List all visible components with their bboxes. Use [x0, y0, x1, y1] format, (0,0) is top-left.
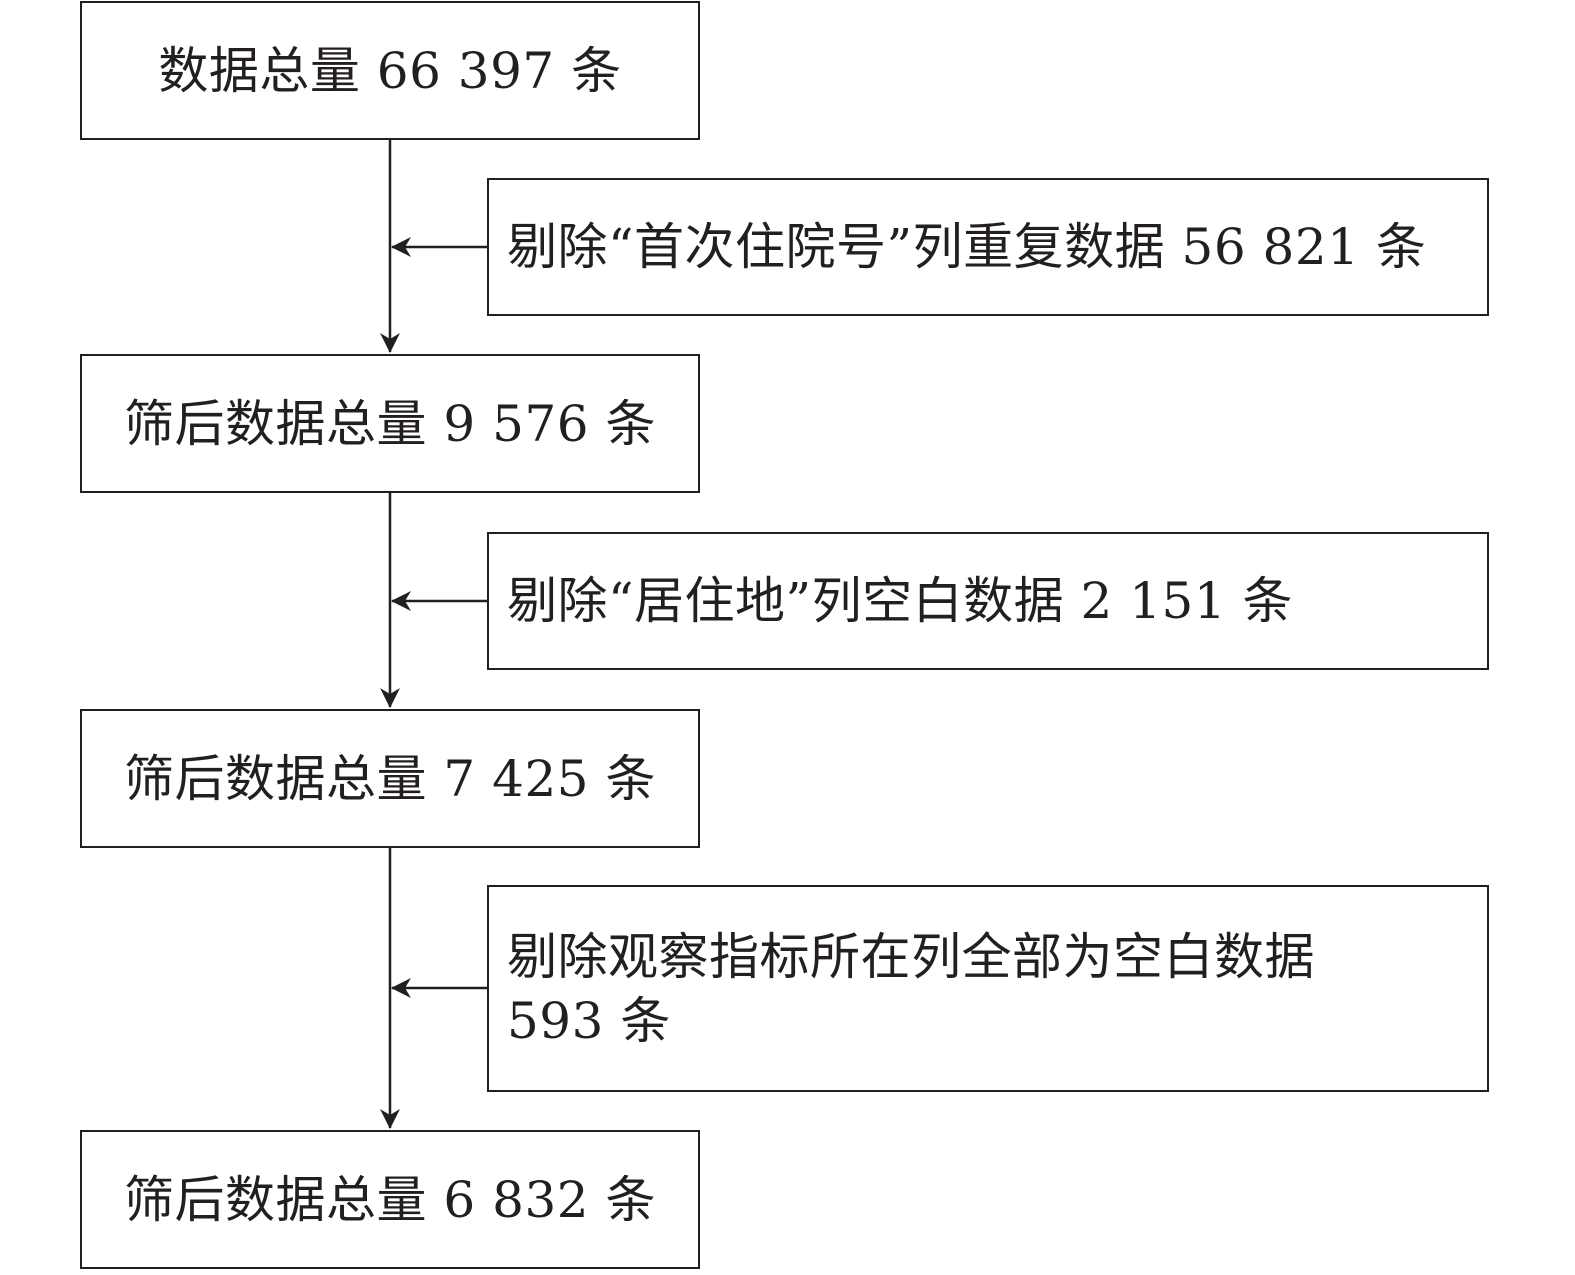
exclusion-label-blank-residence: 剔除“居住地”列空白数据 2 151 条 — [507, 572, 1294, 630]
filtered-data-label-1: 筛后数据总量 9 576 条 — [124, 394, 656, 453]
exclusion-box-blank-indicators: 剔除观察指标所在列全部为空白数据 593 条 — [487, 885, 1489, 1092]
exclusion-box-blank-residence: 剔除“居住地”列空白数据 2 151 条 — [487, 532, 1489, 670]
exclusion-label-blank-indicators: 剔除观察指标所在列全部为空白数据 593 条 — [507, 927, 1315, 1050]
exclusion-box-duplicate-admission: 剔除“首次住院号”列重复数据 56 821 条 — [487, 178, 1489, 316]
filtered-data-box-1: 筛后数据总量 9 576 条 — [80, 354, 700, 493]
filtered-data-box-2: 筛后数据总量 7 425 条 — [80, 709, 700, 848]
exclusion-label-duplicate-admission: 剔除“首次住院号”列重复数据 56 821 条 — [507, 218, 1427, 276]
filtered-data-label-3: 筛后数据总量 6 832 条 — [124, 1170, 656, 1229]
total-data-box: 数据总量 66 397 条 — [80, 1, 700, 140]
total-data-label: 数据总量 66 397 条 — [158, 41, 622, 100]
filtered-data-label-2: 筛后数据总量 7 425 条 — [124, 749, 656, 808]
filtered-data-box-3: 筛后数据总量 6 832 条 — [80, 1130, 700, 1269]
